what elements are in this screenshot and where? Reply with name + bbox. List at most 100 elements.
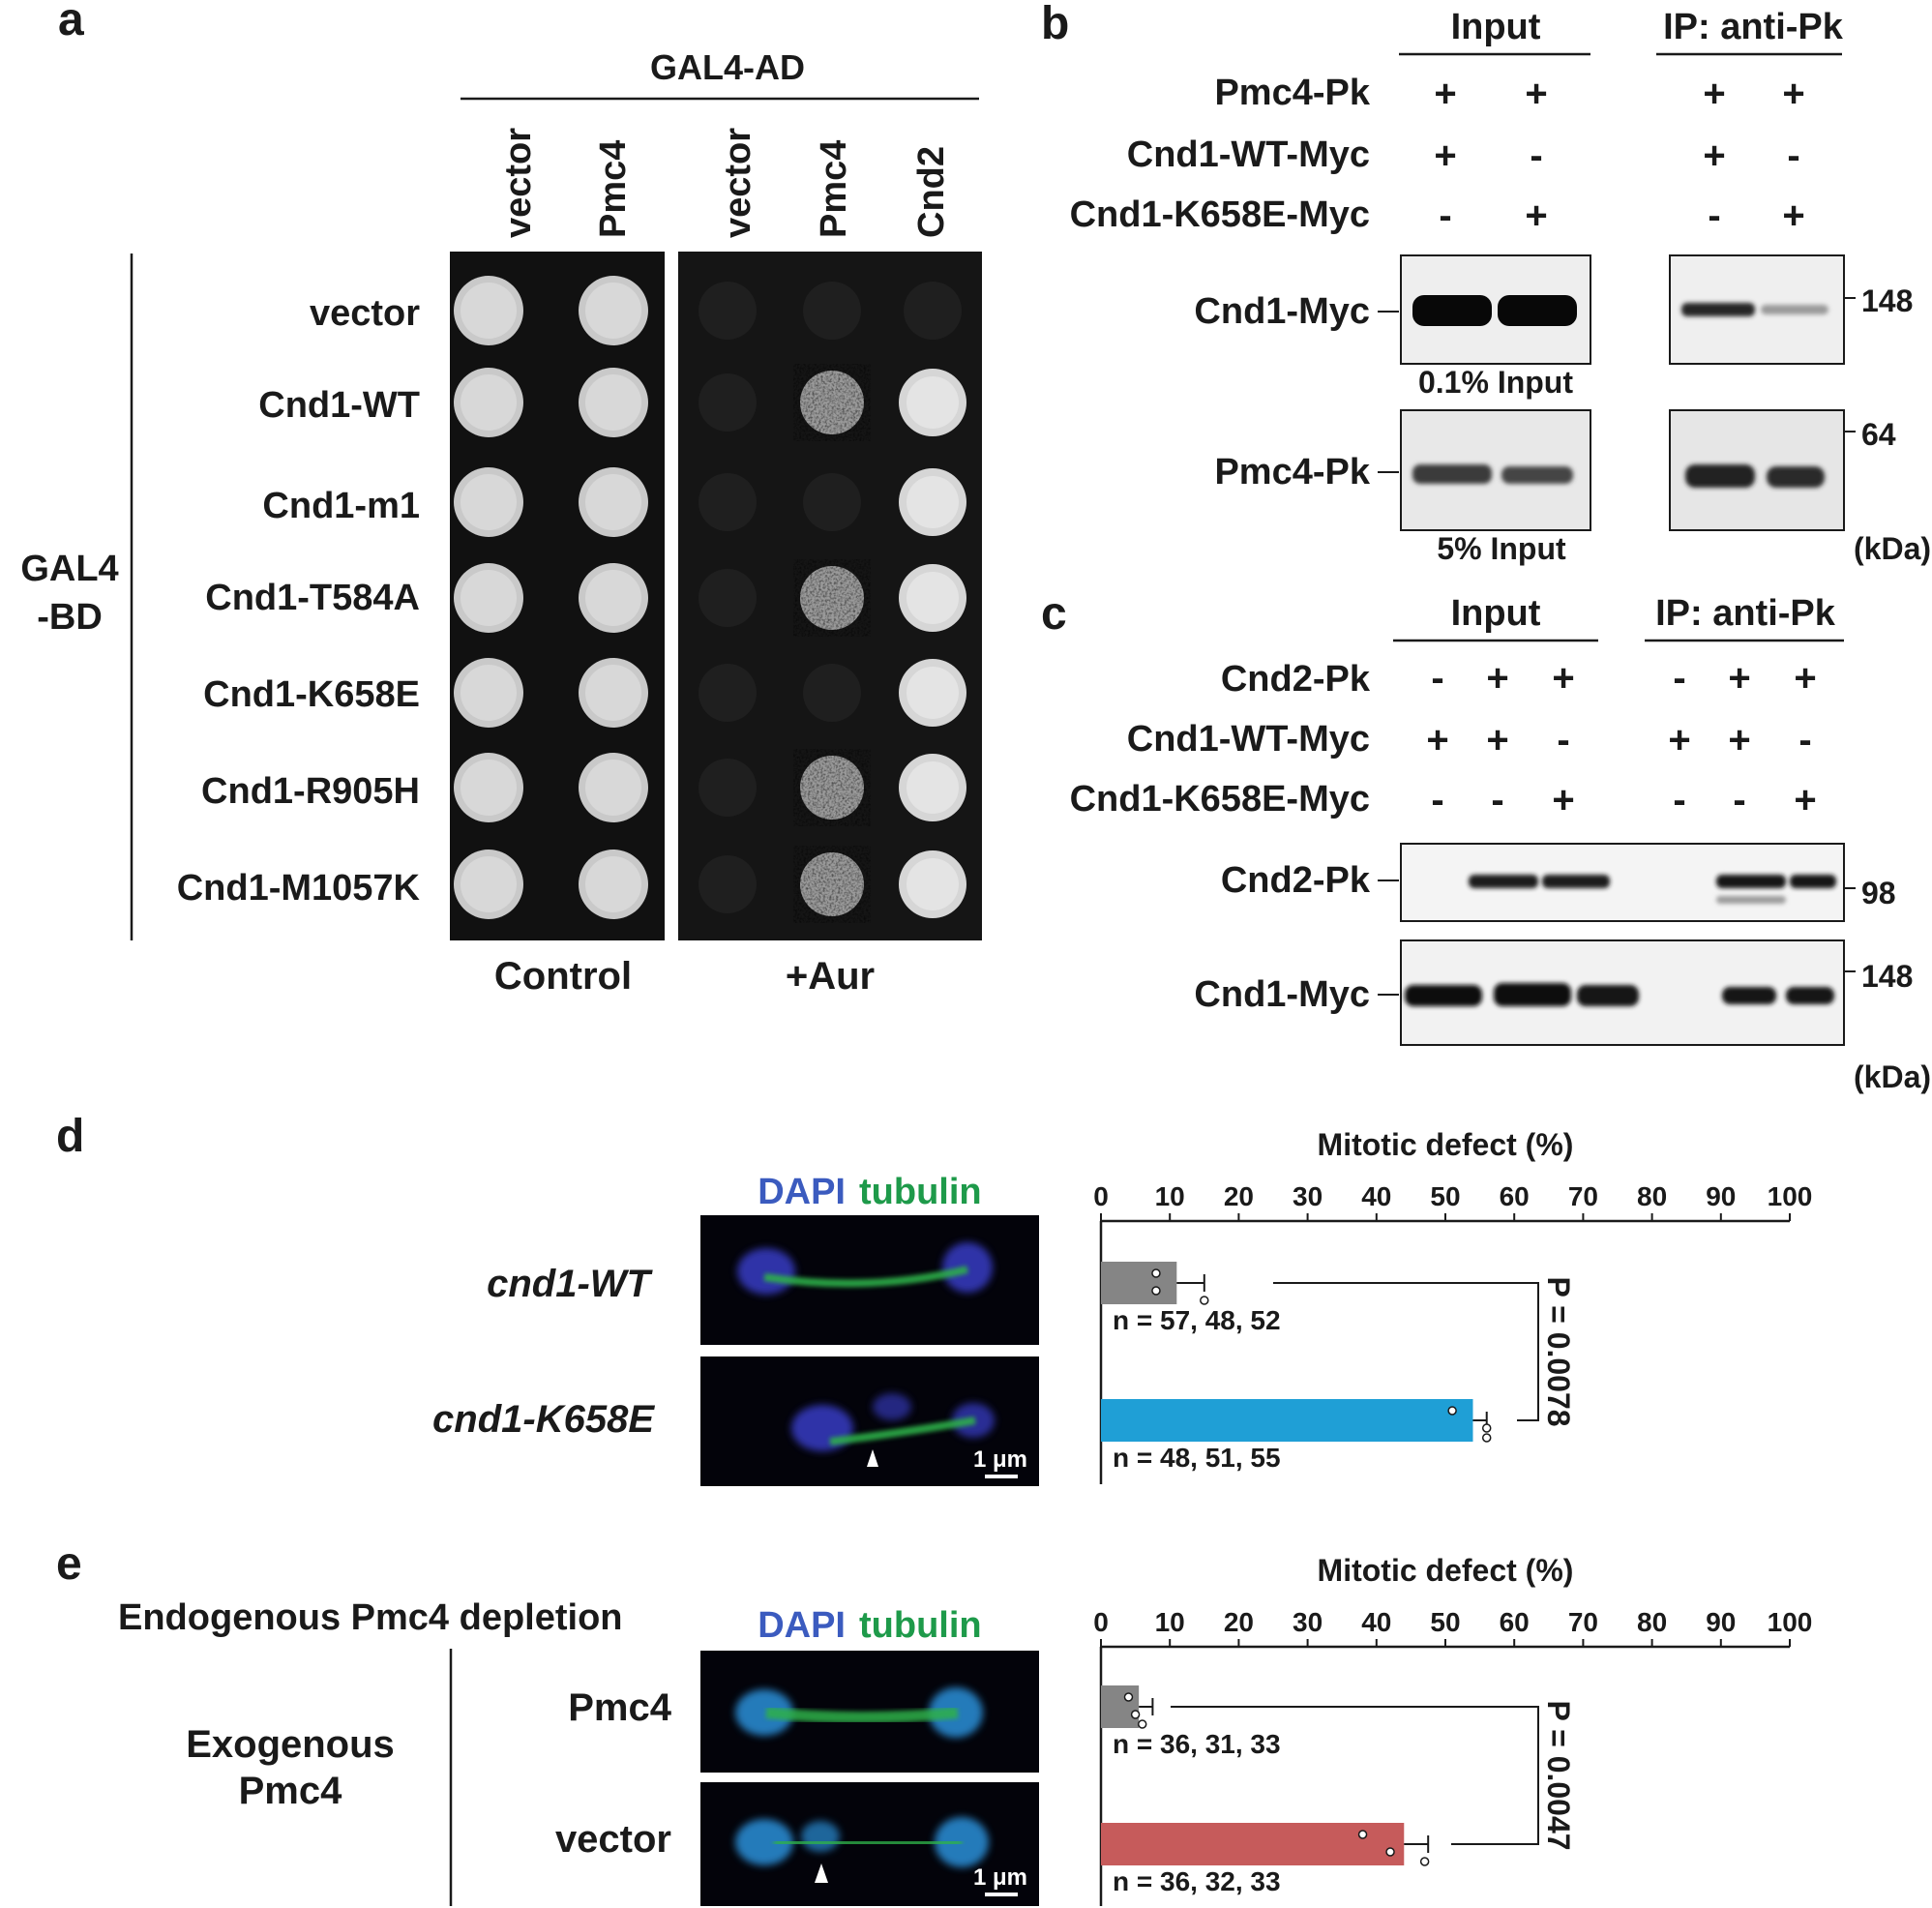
panel-a: a GAL4-AD vector Pmc4 vector Pmc4 Cnd2 G…: [20, 0, 982, 998]
colony-aur: [698, 664, 757, 722]
data-point: [1137, 1719, 1147, 1729]
col-label-vector-2: vector: [718, 128, 758, 238]
x-tick-label: 40: [1361, 1181, 1391, 1211]
b-sign-grid: + + + + + - + - - + - +: [1434, 73, 1804, 237]
gal4-bd-label-line2: -BD: [37, 597, 103, 638]
b-sign: +: [1703, 73, 1725, 115]
significance-bracket: [1171, 1706, 1539, 1845]
row-label-cnd1-k658e: Cnd1-K658E: [203, 674, 420, 715]
x-tick-label: 30: [1293, 1181, 1323, 1211]
e-row1-label: Pmc4: [568, 1686, 671, 1729]
c-sign: +: [1794, 779, 1816, 821]
d-tubulin-label: tubulin: [859, 1172, 982, 1212]
colony-spot-empty: [698, 664, 757, 722]
d-spindle: [763, 1266, 968, 1288]
b-sign: +: [1525, 194, 1547, 237]
c-input-header: Input: [1451, 593, 1541, 634]
colony-spot-empty: [803, 664, 861, 722]
b-blot2-label: Pmc4-Pk: [1214, 452, 1370, 492]
e-group-line2: Pmc4: [239, 1770, 342, 1812]
n-label: n = 48, 51, 55: [1113, 1443, 1281, 1473]
x-tick-label: 100: [1768, 1181, 1813, 1211]
colony-aur: [899, 850, 966, 918]
row-label-cnd1-m1: Cnd1-m1: [262, 486, 420, 526]
d-dapi-spot: [873, 1393, 911, 1420]
c-marker-148: 148: [1861, 959, 1913, 994]
gal4-ad-label: GAL4-AD: [650, 47, 805, 87]
b-band: [1412, 464, 1492, 484]
colony-control: [579, 368, 648, 437]
c-cond-cnd1-wt-myc: Cnd1-WT-Myc: [1127, 719, 1370, 760]
d-scale-bar-label: 1 μm: [973, 1446, 1027, 1473]
x-tick-label: 100: [1768, 1607, 1813, 1637]
colony-center: [907, 667, 959, 719]
x-tick-label: 80: [1637, 1607, 1667, 1637]
data-point: [1357, 1830, 1368, 1839]
c-sign: +: [1426, 719, 1448, 761]
c-band: [1716, 875, 1786, 888]
x-tick-label: 50: [1430, 1607, 1460, 1637]
c-blot2-label: Cnd1-Myc: [1194, 974, 1370, 1015]
colony-center: [585, 474, 641, 530]
control-plate-label: Control: [494, 955, 632, 998]
colony-control: [579, 850, 648, 919]
colony-center: [585, 856, 641, 912]
colony-control: [579, 563, 648, 633]
c-sign: +: [1486, 719, 1508, 761]
colony-spot-empty: [698, 473, 757, 531]
colony-aur: [899, 659, 966, 727]
gal4-bd-label-line1: GAL4: [20, 549, 118, 589]
c-sign: +: [1552, 779, 1574, 821]
b-sign: +: [1782, 73, 1804, 115]
colony-spot-empty: [698, 282, 757, 340]
colony-aur: [698, 473, 757, 531]
row-label-cnd1-m1057k: Cnd1-M1057K: [177, 868, 421, 909]
c-blot1-label: Cnd2-Pk: [1221, 860, 1371, 901]
x-tick-label: 20: [1224, 1181, 1254, 1211]
colony-control: [454, 467, 523, 537]
colony-control: [579, 467, 648, 537]
c-ip-header: IP: anti-Pk: [1655, 593, 1836, 634]
col-label-vector-1: vector: [498, 128, 539, 238]
chart-title: Mitotic defect (%): [1318, 1127, 1574, 1162]
b-band: [1685, 464, 1755, 488]
b-sign: +: [1782, 194, 1804, 237]
b-marker-64: 64: [1861, 417, 1896, 452]
colony-aur: [800, 566, 864, 630]
e-image-vector: 1 μm: [700, 1782, 1039, 1906]
c-sign: +: [1552, 657, 1574, 700]
x-tick-label: 40: [1361, 1607, 1391, 1637]
e-tubulin-label: tubulin: [859, 1605, 982, 1646]
d-dapi-spot: [791, 1405, 853, 1451]
n-label: n = 57, 48, 52: [1113, 1305, 1281, 1335]
c-sign-grid: - + + - + + + + - + + - - - + - - +: [1426, 657, 1816, 821]
b-cond-pmc4-pk: Pmc4-Pk: [1214, 73, 1370, 113]
colony-center: [907, 376, 959, 429]
c-band-faint: [1716, 896, 1786, 904]
c-sign: +: [1794, 657, 1816, 700]
colony-center: [461, 374, 517, 431]
e-spindle: [765, 1707, 959, 1723]
colony-speckle: [800, 756, 864, 820]
x-tick-label: 90: [1706, 1181, 1736, 1211]
b-sign: -: [1439, 194, 1451, 237]
b-band: [1761, 305, 1828, 314]
n-label: n = 36, 32, 33: [1113, 1866, 1281, 1896]
data-point: [1123, 1692, 1134, 1702]
b-blot1-label: Cnd1-Myc: [1194, 291, 1370, 332]
x-tick-label: 60: [1500, 1607, 1530, 1637]
x-tick-label: 70: [1568, 1607, 1598, 1637]
x-tick-label: 10: [1155, 1181, 1185, 1211]
b-kda-unit: (kDa): [1854, 531, 1931, 566]
e-dapi-spot: [735, 1819, 793, 1865]
colony-spot-empty: [904, 282, 962, 340]
colony-center: [461, 474, 517, 530]
c-sign: +: [1728, 719, 1750, 761]
b-sign: +: [1434, 134, 1456, 177]
colony-speckle: [800, 852, 864, 916]
c-sign: +: [1668, 719, 1690, 761]
colony-control: [454, 753, 523, 822]
colony-center: [907, 476, 959, 528]
colony-control: [454, 658, 523, 728]
colony-aur: [800, 756, 864, 820]
